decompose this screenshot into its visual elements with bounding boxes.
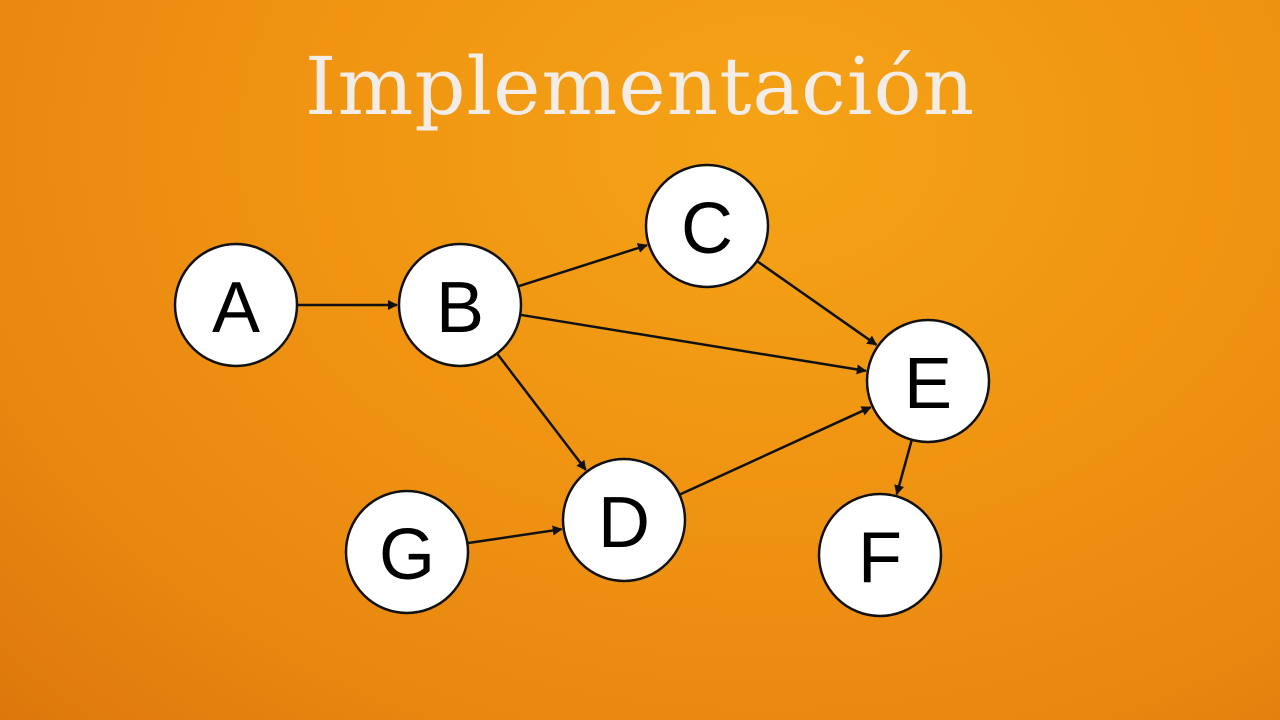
node-c: C [644,163,770,289]
edge-e-f [894,440,913,496]
node-label: G [379,515,435,595]
edge-b-c [518,243,648,288]
node-circle [561,457,687,583]
node-e: E [865,318,991,444]
edge-d-e [679,406,872,496]
node-f: F [817,492,943,618]
edge-b-d [496,353,587,471]
node-label: F [858,518,902,598]
edges-layer [298,243,913,545]
nodes-layer: A B C D E F G [173,163,991,618]
node-circle [344,489,470,615]
node-label: B [436,268,484,348]
edge-g-d [468,525,563,545]
node-circle [817,492,943,618]
node-circle [644,163,770,289]
node-b: B [397,242,523,368]
edge-c-e [757,260,878,346]
page-title: Implementación [304,40,976,133]
edge-b-e [520,313,867,375]
node-circle [397,242,523,368]
node-label: C [681,189,733,269]
node-g: G [344,489,470,615]
node-label: E [904,344,952,424]
node-d: D [561,457,687,583]
node-label: D [598,483,650,563]
node-circle [173,242,299,368]
node-label: A [212,268,260,348]
node-a: A [173,242,299,368]
node-circle [865,318,991,444]
